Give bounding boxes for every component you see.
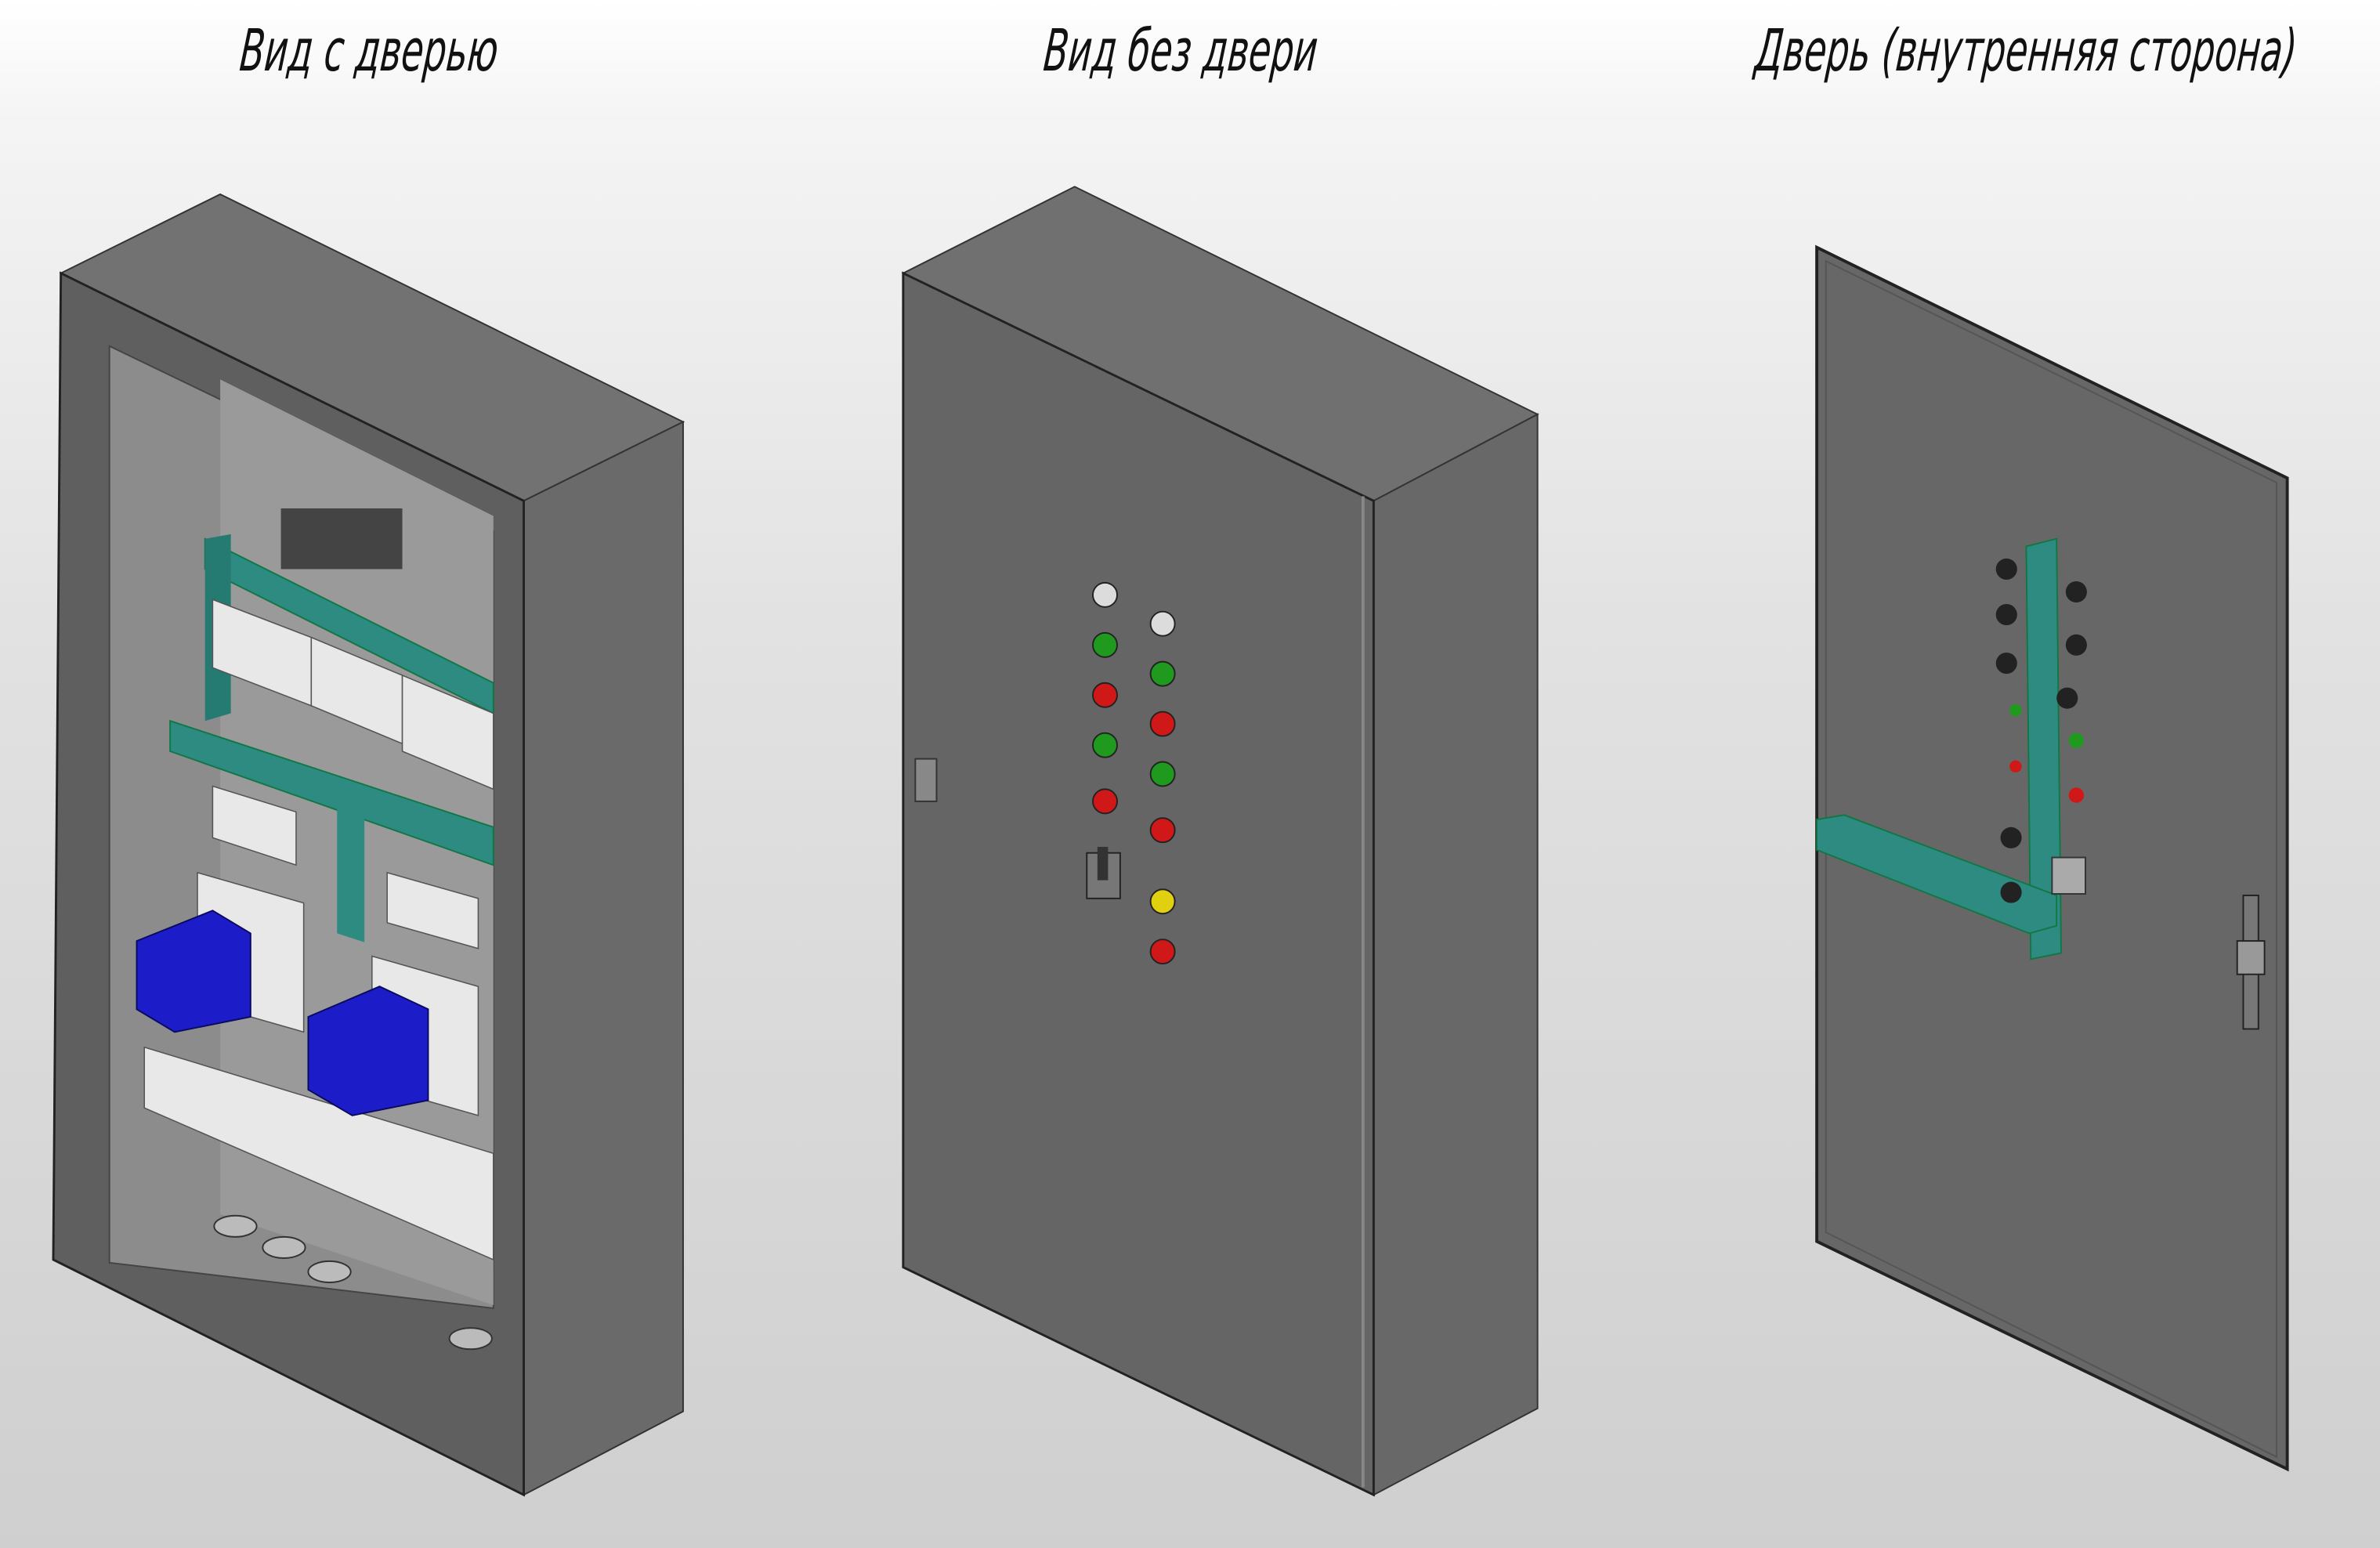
indicator-lamp-red: [1149, 711, 1176, 737]
indicator-lamp-green: [1092, 631, 1118, 658]
closed-cabinet: [901, 186, 1539, 1497]
selector-switch-icon: [1086, 846, 1121, 899]
indicator-lamp-yellow: [1149, 888, 1176, 915]
door-lock-icon: [914, 758, 938, 802]
indicator-lamp-red: [1092, 788, 1118, 815]
indicator-lamp-red: [1092, 682, 1118, 708]
indicator-lamp-red: [1149, 817, 1176, 844]
door-handle-icon: [2236, 895, 2266, 1030]
contactor-cover: [136, 910, 429, 1116]
indicator-lamp-green: [1092, 732, 1118, 758]
open-cabinet: [52, 193, 685, 1497]
indicator-lamp-red: [1149, 939, 1176, 965]
indicator-lamp-green: [1149, 660, 1176, 687]
indicator-lamp-white: [1149, 610, 1176, 637]
indicator-lamp-green: [1149, 761, 1176, 787]
indicator-lamp-white: [1092, 581, 1118, 608]
door-inner: [1815, 244, 2289, 1472]
